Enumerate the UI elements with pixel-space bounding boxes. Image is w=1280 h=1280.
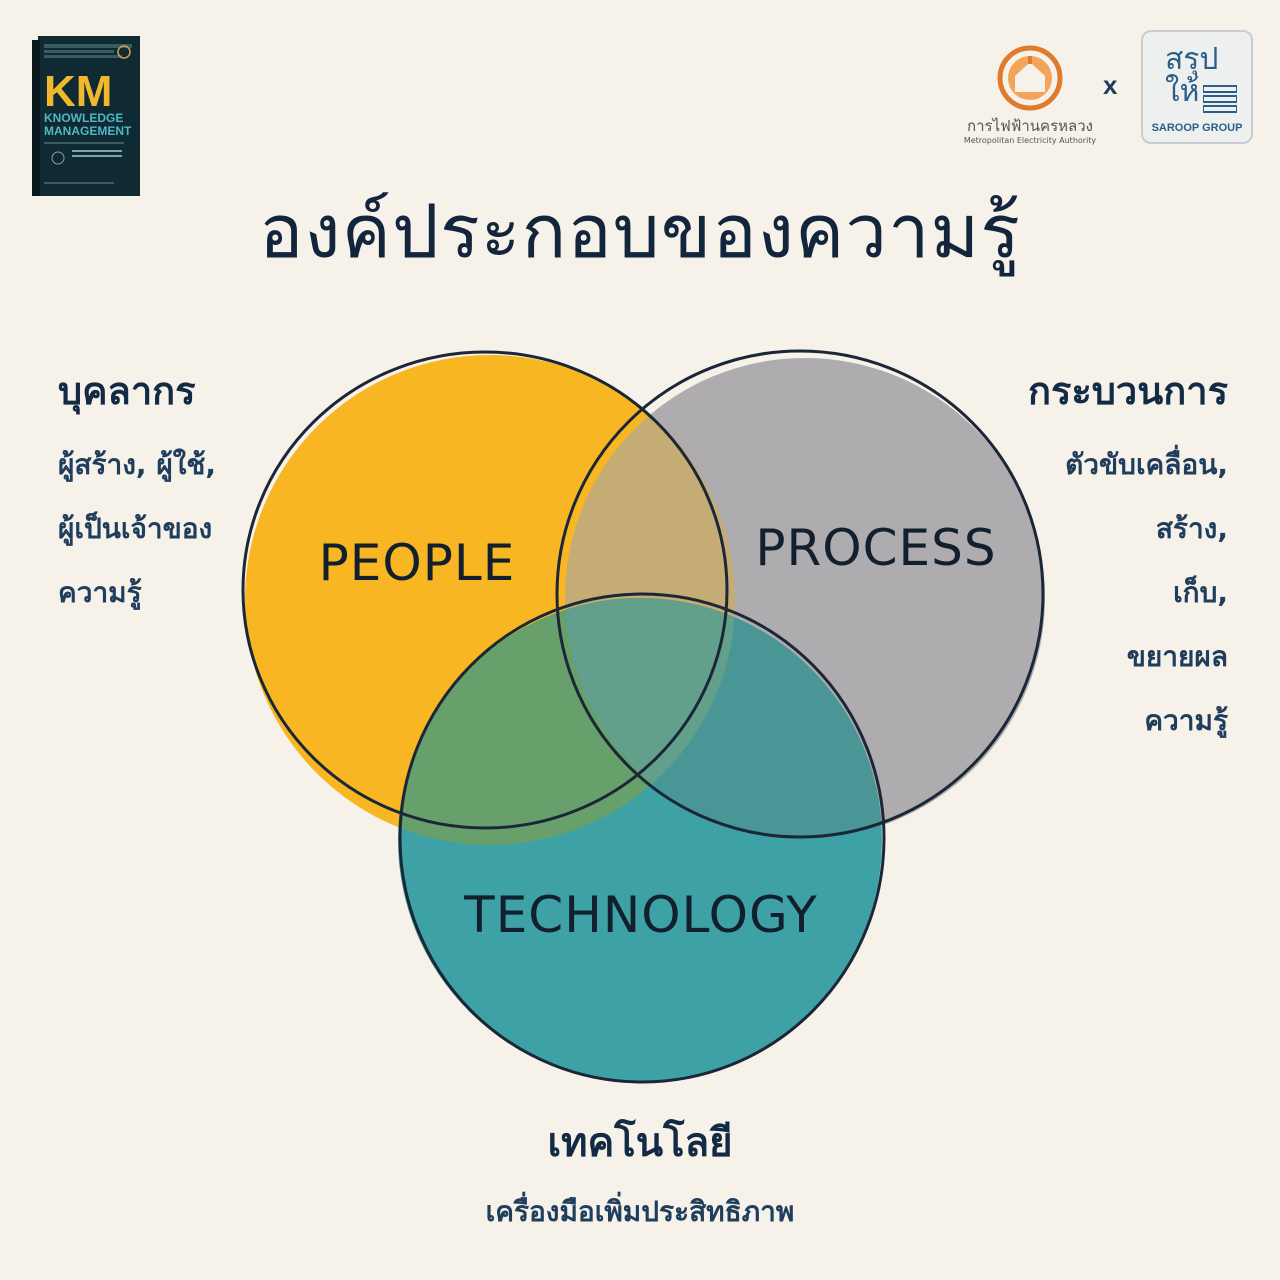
people-line: ผู้เป็นเจ้าของ (58, 512, 213, 545)
mea-name-th: การไฟฟ้านครหลวง (967, 117, 1093, 135)
process-line: ความรู้ (1144, 704, 1228, 737)
logo-separator: x (1103, 70, 1118, 100)
process-heading: กระบวนการ (1027, 369, 1228, 413)
book-cover-image: KM KNOWLEDGE MANAGEMENT (32, 36, 140, 196)
technology-label: TECHNOLOGY (463, 886, 818, 944)
people-label: PEOPLE (319, 534, 516, 592)
saroop-logo: สรุปให้ SAROOP GROUP (1141, 30, 1253, 144)
book-stack-icon (1203, 85, 1237, 113)
process-technology-overlap (565, 598, 882, 838)
technology-heading: เทคโนโลยี (547, 1120, 733, 1166)
mea-logo: การไฟฟ้านครหลวง Metropolitan Electricity… (955, 40, 1105, 145)
people-description: บุคลากร ผู้สร้าง, ผู้ใช้, ผู้เป็นเจ้าของ… (58, 360, 288, 625)
partner-logos: การไฟฟ้านครหลวง Metropolitan Electricity… (955, 30, 1255, 148)
saroop-mark: สรุปให้ (1165, 42, 1219, 109)
technology-outline (398, 592, 886, 1084)
saroop-caption: SAROOP GROUP (1151, 122, 1243, 134)
people-line: ผู้สร้าง, ผู้ใช้, (58, 448, 217, 481)
process-line: สร้าง, (1155, 512, 1228, 545)
technology-subtitle: เครื่องมือเพิ่มประสิทธิภาพ (485, 1195, 795, 1228)
mea-name-en: Metropolitan Electricity Authority (963, 136, 1097, 145)
technology-description: เทคโนโลยี เครื่องมือเพิ่มประสิทธิภาพ (0, 1110, 1280, 1234)
process-description: กระบวนการ ตัวขับเคลื่อน, สร้าง, เก็บ, ขย… (958, 360, 1228, 753)
process-outline (555, 349, 1045, 839)
process-line: เก็บ, (1173, 576, 1228, 609)
mea-emblem-icon (997, 45, 1063, 111)
process-label: PROCESS (755, 519, 996, 577)
book-title-line1: KNOWLEDGE (44, 111, 123, 125)
process-line: ขยายผล (1126, 640, 1228, 673)
people-heading: บุคลากร (58, 369, 196, 413)
page-title: องค์ประกอบของความรู้ (258, 189, 1022, 275)
process-line: ตัวขับเคลื่อน, (1065, 448, 1228, 481)
people-outline (241, 350, 729, 830)
people-line: ความรู้ (58, 576, 142, 609)
book-title-main: KM (44, 67, 112, 116)
book-title-line2: MANAGEMENT (44, 124, 132, 138)
